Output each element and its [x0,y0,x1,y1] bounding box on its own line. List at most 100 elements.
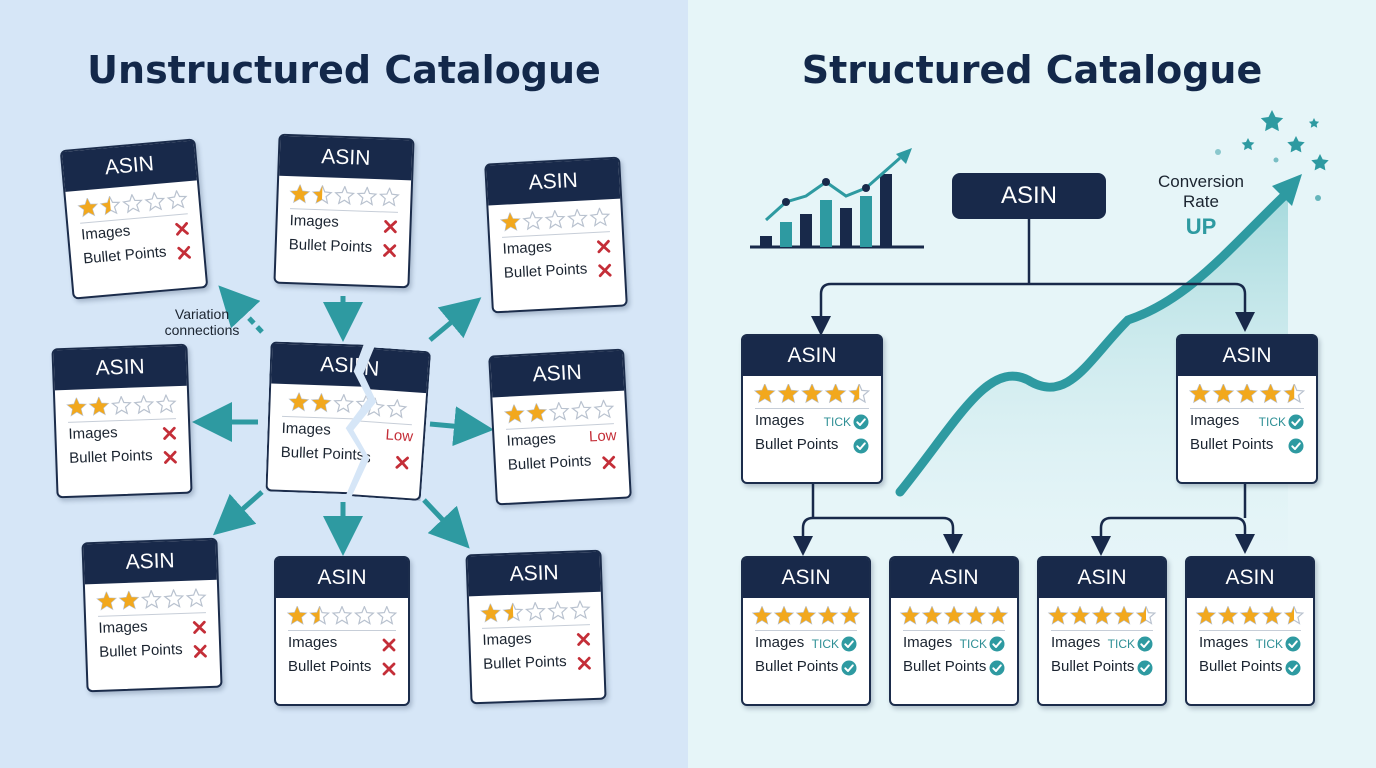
bullets-row: Bullet Points [57,443,190,472]
images-row: Images [490,232,623,263]
asin-label: ASIN [53,345,187,391]
star-icon [1241,138,1255,151]
star-fill-icon [312,394,330,412]
star-fill-icon [290,185,309,203]
star-rating [66,394,177,417]
check-icon [853,414,869,438]
bullets-label: Bullet Points [68,446,153,467]
divider [903,630,1005,631]
tick-label: TICK [1258,415,1286,429]
star-icon [1308,118,1320,128]
asin-label: ASIN [1178,336,1316,376]
cross-icon [382,241,397,265]
asin-card: ASIN Images Bullet Points [465,549,607,705]
bullets-label: Bullet Points [82,243,168,268]
star-fill-icon [1093,606,1111,624]
arrow-icon [218,285,264,334]
check-icon [853,438,869,462]
check-icon [1137,636,1153,660]
images-label: Images [80,222,131,244]
star-icon [122,193,143,214]
star-fill-icon [901,606,919,624]
bullets-label: Bullet Points [1190,436,1274,453]
star-fill-icon [288,606,307,624]
low-label: Low [384,426,414,446]
star-icon [334,394,352,412]
images-label: Images [502,238,553,258]
star-fill-icon [90,397,108,415]
cross-icon [163,448,178,472]
asin-label: ASIN [891,558,1017,598]
asin-label: ASIN [83,539,217,585]
images-label: Images [755,412,805,429]
images-label: Images [68,424,118,443]
star-icon [133,394,155,415]
star-fill-icon [310,606,320,624]
cross-icon [174,219,190,244]
asin-card: ASIN Images Bullet Points [51,343,193,499]
bullets-row: Bullet Points [87,637,220,666]
star-fill-icon [78,198,97,217]
star-icon [589,207,611,227]
divider [1051,630,1153,631]
check-icon [989,660,1005,684]
star-rating [1188,384,1306,404]
star-fill-icon [1219,606,1237,624]
bullets-row: Bullet Points [276,655,408,679]
star-fill-icon [1049,606,1067,624]
asin-label: ASIN [61,140,197,192]
bullets-label: Bullet Points [755,436,839,453]
star-fill-icon [101,196,112,215]
star-icon [566,207,588,229]
asin-card: ASIN Images Bullet Points [81,537,223,693]
check-icon [841,660,857,684]
star-fill-icon [1284,384,1295,403]
star-fill-icon [97,592,116,610]
asin-label: ASIN [490,350,625,398]
images-row: Images [56,419,189,448]
divider [1190,408,1304,409]
cross-icon [394,453,410,478]
cross-icon [382,660,396,684]
star-fill-icon [819,606,837,624]
divider [1199,630,1301,631]
tick-label: TICK [959,637,987,651]
bullets-label: Bullet Points [288,236,373,256]
star-fill-icon [501,212,520,231]
star-icon [376,606,398,625]
star-fill-icon [505,404,524,423]
bullets-label: Bullet Points [288,658,372,675]
star-icon [185,588,207,608]
star-fill-icon [1197,606,1215,624]
bullets-row: Bullet Points [70,237,204,272]
star-rating [753,384,871,404]
star-icon [110,395,132,416]
images-label: Images [903,634,953,651]
star-fill-icon [120,591,138,609]
star-rating [503,399,615,424]
star-icon [387,399,406,417]
images-label: Images [1199,634,1249,651]
tick-label: TICK [811,637,839,651]
asin-label: ASIN [486,158,621,206]
check-icon [841,636,857,660]
low-label: Low [588,427,617,446]
arrow-icon [213,490,264,536]
images-label: Images [482,630,532,649]
star-icon [569,600,591,620]
images-label: Images [506,430,557,450]
star-icon [144,191,166,212]
cross-icon [193,642,208,666]
growth-area [900,190,1288,600]
asin-card: ASIN Images Bullet Points [59,138,209,300]
cross-icon [597,261,612,286]
images-label: Images [98,618,148,637]
star-fill-icon [775,606,793,624]
structured-graphics [750,110,1329,600]
